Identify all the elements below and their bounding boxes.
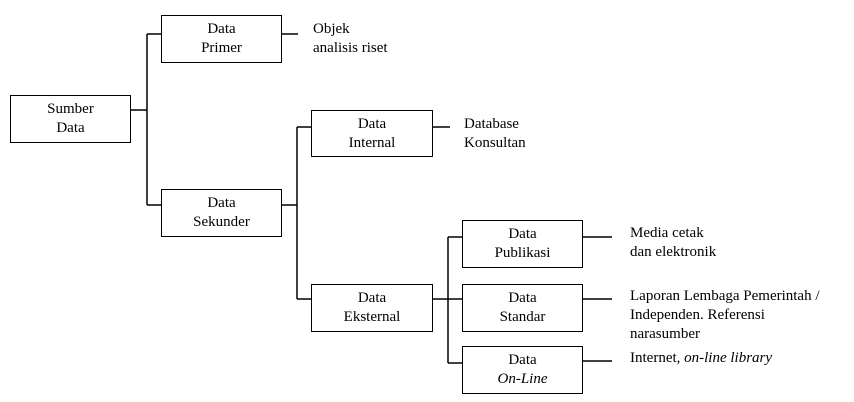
note-standar-line1: Laporan Lembaga Pemerintah / (630, 288, 820, 304)
note-primer: Objek analisis riset (313, 20, 388, 58)
note-online: Internet, on-line library (630, 349, 772, 368)
note-primer-line1: Objek (313, 21, 350, 37)
note-internal: Database Konsultan (464, 115, 526, 153)
node-data-publikasi: Data Publikasi (462, 220, 583, 268)
note-online-italic: on-line library (684, 350, 773, 366)
node-data-eksternal-line2: Eksternal (343, 309, 401, 325)
note-online-prefix: Internet, (630, 350, 685, 366)
node-data-standar-line1: Data (508, 290, 537, 306)
node-sumber-data-line2: Data (56, 120, 85, 136)
node-sumber-data-line1: Sumber (47, 101, 94, 117)
note-internal-line1: Database (464, 116, 519, 132)
node-data-eksternal: Data Eksternal (311, 284, 433, 332)
node-data-publikasi-line1: Data (508, 226, 537, 242)
note-publikasi-line2: dan elektronik (630, 244, 717, 260)
node-data-primer: Data Primer (161, 15, 282, 63)
note-standar-line2: Independen. Referensi (630, 307, 765, 323)
note-internal-line2: Konsultan (464, 135, 526, 151)
note-standar: Laporan Lembaga Pemerintah / Independen.… (630, 287, 820, 344)
node-data-primer-line2: Primer (201, 40, 242, 56)
note-standar-line3: narasumber (630, 326, 700, 342)
node-data-publikasi-line2: Publikasi (494, 245, 551, 261)
node-data-sekunder-line2: Sekunder (193, 214, 250, 230)
node-data-standar: Data Standar (462, 284, 583, 332)
node-data-online: Data On-Line (462, 346, 583, 394)
node-data-sekunder-line1: Data (207, 195, 236, 211)
node-data-internal-line1: Data (357, 115, 387, 132)
node-data-online-line1: Data (508, 352, 537, 368)
note-publikasi: Media cetak dan elektronik (630, 224, 716, 262)
note-primer-line2: analisis riset (313, 40, 388, 56)
node-data-primer-line1: Data (207, 21, 236, 37)
node-data-standar-line2: Standar (499, 309, 546, 325)
node-data-internal: Data Internal (311, 110, 433, 157)
note-publikasi-line1: Media cetak (630, 225, 704, 241)
node-data-online-line2: On-Line (497, 371, 548, 387)
node-data-eksternal-line1: Data (357, 290, 387, 306)
node-sumber-data: Sumber Data (10, 95, 131, 143)
node-data-internal-line2: Internal (348, 134, 396, 151)
node-data-sekunder: Data Sekunder (161, 189, 282, 237)
